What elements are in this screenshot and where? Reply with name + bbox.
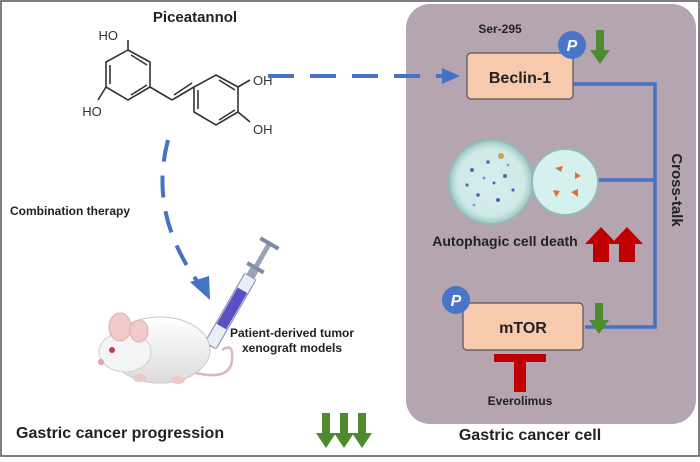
model-label-line1: Patient-derived tumor — [230, 326, 354, 340]
dashed-arrow-beclin-head — [442, 68, 460, 84]
lysosome-dish-icon — [531, 148, 599, 216]
down-arrow-icon — [334, 413, 354, 448]
mtor-phospho-badge — [442, 286, 470, 314]
hydroxyl-label-right-bottom: OH — [253, 122, 273, 137]
benzene-ring-right — [193, 74, 239, 126]
beclin-down-arrow-icon — [590, 30, 610, 64]
beclin-site-label: Ser-295 — [478, 22, 522, 36]
autophagy-label: Autophagic cell death — [432, 233, 577, 249]
up-arrow-icon — [611, 227, 643, 262]
cell-title: Gastric cancer cell — [459, 427, 601, 444]
down-arrow-icon — [352, 413, 372, 448]
dashed-arrow-therapy-head — [190, 276, 210, 300]
outcome-label: Gastric cancer progression — [16, 425, 224, 442]
beclin-label: Beclin-1 — [489, 70, 551, 87]
piceatannol-structure — [97, 40, 251, 126]
compound-name: Piceatannol — [153, 9, 237, 26]
lysosome-content — [553, 166, 581, 197]
dashed-arrow-therapy-line — [160, 139, 202, 287]
mtor-phospho-label: P — [451, 293, 462, 310]
inhibition-stem — [514, 354, 526, 392]
autophagy-up-arrows — [585, 227, 643, 262]
mtor-down-arrow-icon — [589, 303, 609, 334]
model-label-line2: xenograft models — [242, 341, 342, 355]
down-arrow-icon — [316, 413, 336, 448]
progression-down-arrows — [316, 413, 372, 448]
mouse-icon — [98, 312, 234, 384]
hydroxyl-label-bottom: HO — [82, 104, 102, 119]
beclin-phospho-label: P — [567, 38, 578, 55]
cross-talk-connector — [573, 82, 657, 329]
hydroxyl-label-right-top: OH — [253, 73, 273, 88]
beclin-phospho-badge — [558, 31, 586, 59]
syringe-icon — [195, 236, 280, 371]
combination-therapy-label: Combination therapy — [10, 204, 130, 218]
autophagosome-content — [465, 153, 515, 207]
hydroxyl-label-top: HO — [99, 28, 119, 43]
inhibitor-label: Everolimus — [488, 394, 553, 408]
cross-talk-label: Cross-talk — [668, 153, 685, 227]
autophagosome-dish-icon — [448, 139, 534, 225]
up-arrow-icon — [585, 227, 617, 262]
mtor-label: mTOR — [499, 320, 547, 337]
mtor-box — [462, 302, 584, 351]
benzene-ring-left — [105, 49, 151, 101]
beclin-box — [466, 52, 574, 100]
